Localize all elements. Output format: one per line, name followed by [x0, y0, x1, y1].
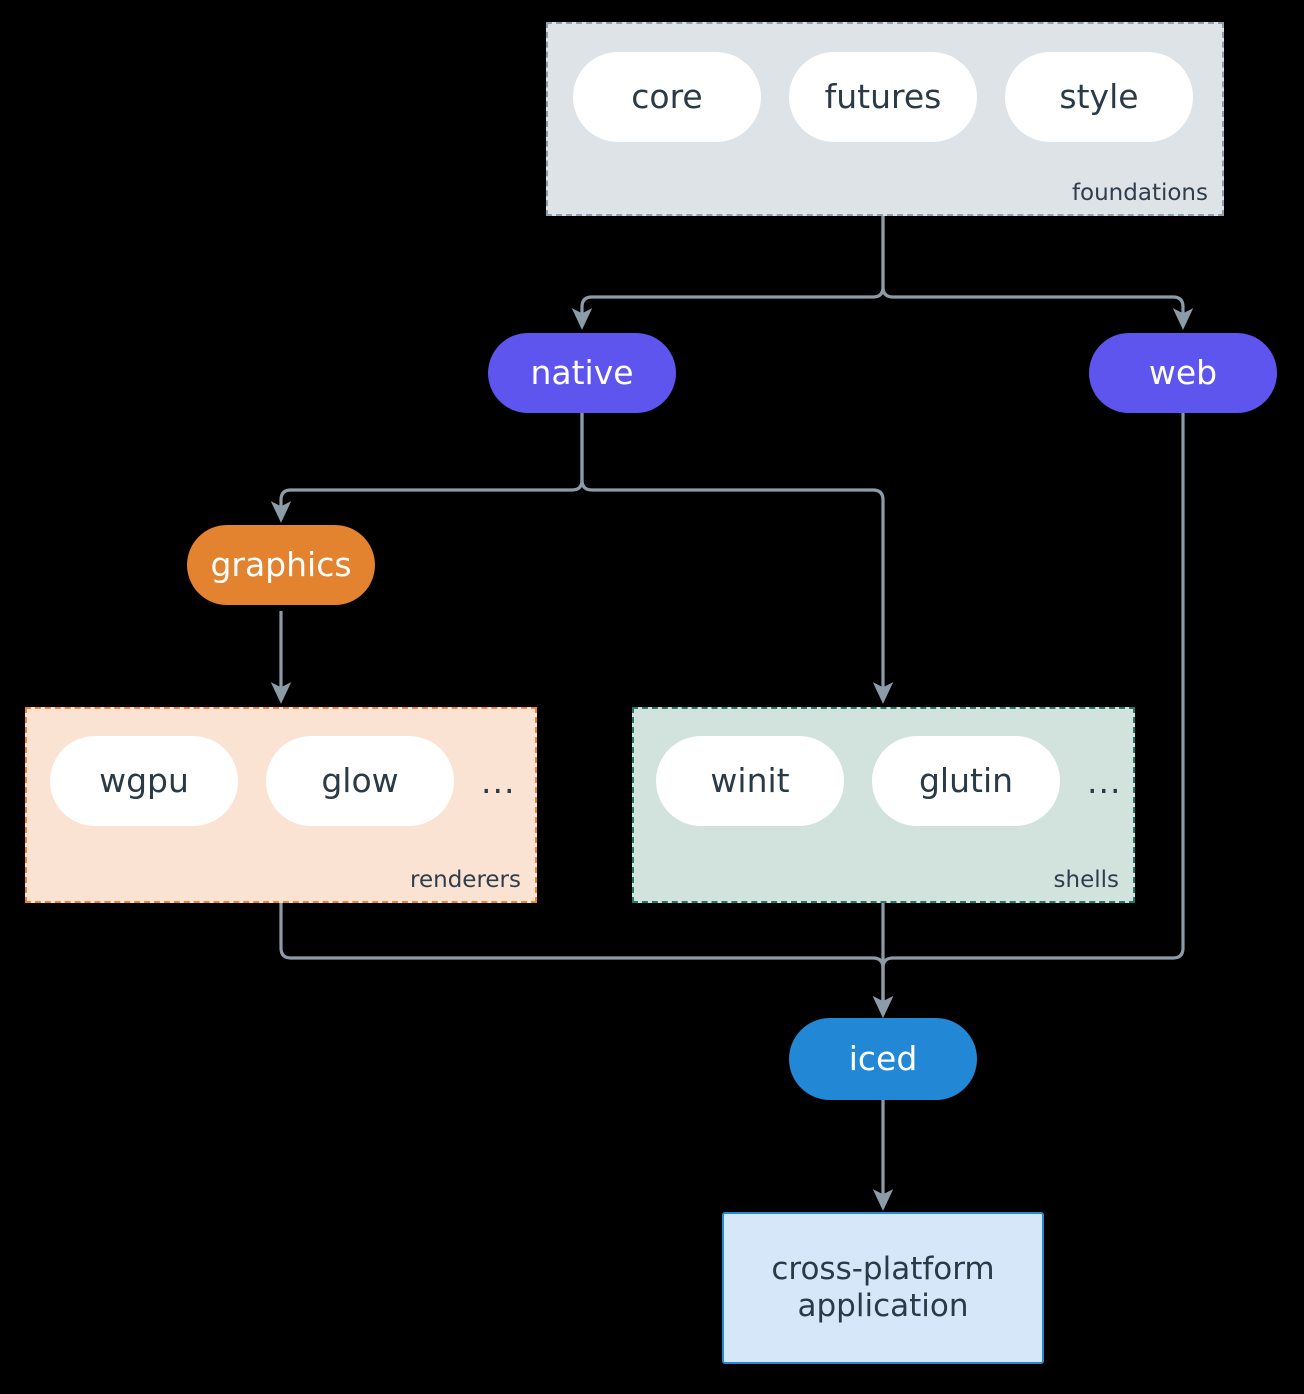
node-iced[interactable]: iced	[789, 1018, 977, 1100]
node-cross-platform-application[interactable]: cross-platform application	[722, 1212, 1044, 1364]
node-glutin[interactable]: glutin	[872, 736, 1060, 826]
node-web[interactable]: web	[1089, 333, 1277, 413]
node-iced-label: iced	[848, 1038, 918, 1078]
node-graphics-label: graphics	[210, 544, 352, 584]
node-futures[interactable]: futures	[789, 52, 977, 142]
cluster-renderers-label: renderers	[410, 867, 521, 893]
node-glow-label: glow	[321, 760, 399, 800]
node-native-label: native	[530, 352, 634, 392]
node-graphics[interactable]: graphics	[187, 525, 375, 605]
node-glow[interactable]: glow	[266, 736, 454, 826]
edge-foundations-web	[881, 216, 1194, 330]
node-wgpu[interactable]: wgpu	[50, 736, 238, 826]
cluster-shells-label: shells	[1053, 867, 1119, 893]
node-web-label: web	[1148, 352, 1218, 392]
node-core[interactable]: core	[573, 52, 761, 142]
node-winit[interactable]: winit	[656, 736, 844, 826]
node-shells-more: ...	[1087, 762, 1122, 801]
edge-native-graphics	[270, 413, 584, 523]
edge-foundations-native	[571, 216, 885, 330]
node-core-label: core	[631, 76, 703, 116]
node-style[interactable]: style	[1005, 52, 1193, 142]
application-label-line2: application	[797, 1288, 969, 1324]
node-glutin-label: glutin	[918, 760, 1014, 800]
application-label-line1: cross-platform	[771, 1251, 995, 1288]
node-winit-label: winit	[710, 760, 790, 800]
node-native[interactable]: native	[488, 333, 676, 413]
edge-renderers-iced	[279, 903, 894, 1018]
node-renderers-more: ...	[481, 762, 516, 801]
cluster-foundations-label: foundations	[1071, 180, 1208, 206]
edge-native-shells	[580, 413, 894, 704]
node-style-label: style	[1059, 76, 1139, 116]
node-futures-label: futures	[824, 76, 942, 116]
node-wgpu-label: wgpu	[99, 760, 189, 800]
